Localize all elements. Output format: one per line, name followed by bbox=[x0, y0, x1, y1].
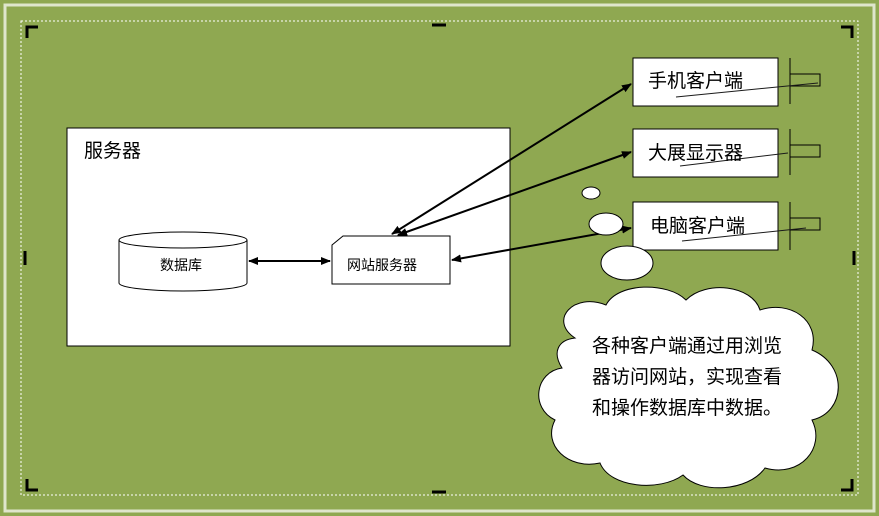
client-box-pc bbox=[632, 201, 779, 251]
outer-border bbox=[3, 3, 876, 513]
label-scribbles bbox=[675, 82, 819, 242]
database-cylinder bbox=[118, 231, 248, 292]
client-connectors bbox=[789, 58, 821, 250]
web-server-box bbox=[331, 235, 451, 285]
server-title: 服务器 bbox=[84, 140, 142, 162]
thought-bubble-medium bbox=[588, 212, 624, 236]
thought-bubble-large bbox=[600, 245, 654, 281]
client-box-mobile bbox=[632, 57, 779, 107]
inner-border-dashed bbox=[20, 20, 859, 496]
thought-bubble-small bbox=[581, 186, 601, 200]
client-label-display: 大展显示器 bbox=[648, 142, 744, 164]
database-label: 数据库 bbox=[160, 258, 202, 274]
thought-cloud bbox=[538, 286, 839, 489]
web-server-label: 网站服务器 bbox=[347, 258, 417, 274]
client-label-mobile: 手机客户端 bbox=[648, 70, 744, 92]
selection-handles bbox=[23, 23, 856, 494]
client-box-display bbox=[632, 128, 779, 178]
cloud-note-text: 各种客户端通过用浏览器访问网站，实现查看和操作数据库中数据。 bbox=[592, 335, 783, 419]
arrow-webserver-display bbox=[397, 151, 632, 236]
client-label-pc: 电脑客户端 bbox=[650, 215, 746, 237]
